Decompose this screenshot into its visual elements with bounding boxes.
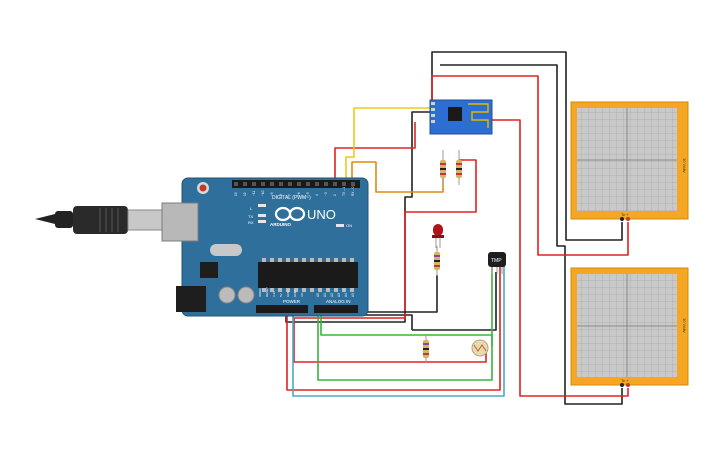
red-led[interactable] — [432, 224, 444, 248]
esp8266-module[interactable] — [429, 99, 493, 135]
led-label-rx: RX — [248, 220, 254, 225]
digital-pin-label: TX→1 — [342, 187, 346, 196]
digital-pin-label: ~10 — [261, 190, 265, 196]
atmega-chip — [258, 262, 358, 288]
photoresistor[interactable] — [471, 339, 489, 357]
analog-pin-label: A0 — [316, 293, 320, 297]
wire-red-res — [334, 122, 416, 192]
led-label-l: L — [250, 206, 253, 211]
scope-bottom-bottom-label: Tc + — [621, 378, 629, 383]
scope-bottom-side-label: 10 V/div — [682, 318, 687, 332]
oscilloscope-bottom[interactable] — [570, 267, 689, 387]
digital-pin-label: ~3 — [324, 192, 328, 196]
analog-pin-label: A5 — [351, 293, 355, 297]
digital-pin-label: 2 — [333, 194, 337, 196]
digital-pin-label: 8 — [279, 194, 283, 196]
power-pin-label: GND — [293, 290, 297, 298]
wire-red-mid — [293, 318, 487, 363]
wire-teal — [292, 264, 505, 397]
wire-yellow — [345, 107, 432, 192]
wire-black-tmp — [412, 272, 497, 331]
resistor-esp-2[interactable] — [456, 150, 462, 185]
power-jack — [176, 286, 206, 312]
digital-pin-label: ~11 — [252, 191, 256, 196]
analog-header — [314, 305, 358, 313]
power-pin-label: IOREF — [258, 288, 262, 297]
usb-cable — [35, 206, 163, 234]
tmp-sensor[interactable] — [488, 252, 506, 274]
oscilloscope-top[interactable] — [570, 101, 689, 221]
analog-pin-label: A1 — [323, 293, 327, 297]
wire-red-esp-top — [431, 75, 629, 256]
tmp-label: TMP — [491, 258, 502, 264]
board-model: UNO — [307, 207, 336, 222]
power-header — [256, 305, 308, 313]
scope-top-side-label: 10 V/div — [682, 158, 687, 172]
resistor-esp-1[interactable] — [440, 150, 446, 185]
digital-pin-label: 4 — [315, 194, 319, 196]
analog-header-label: ANALOG IN — [326, 299, 351, 304]
led-label-on: ON — [346, 223, 352, 228]
scope-top-bottom-label: Tc + — [621, 212, 629, 217]
arduino-logo-icon — [274, 206, 306, 222]
resistor-ldr[interactable] — [423, 335, 429, 362]
power-header-label: POWER — [283, 299, 301, 304]
power-pin-label: GND — [286, 290, 290, 298]
power-pin-label: 5V — [279, 293, 283, 297]
wire-black-scope2 — [440, 64, 623, 405]
analog-pin-label: A3 — [337, 293, 341, 297]
arduino-board[interactable] — [161, 177, 369, 317]
digital-header-label: DIGITAL (PWM~) — [272, 195, 311, 201]
digital-pin-label: 13 — [234, 192, 238, 196]
digital-pin-label: RX←0 — [351, 186, 355, 196]
led-label-tx: TX — [248, 214, 253, 219]
digital-pin-label: 12 — [243, 192, 247, 196]
resistor-led[interactable] — [434, 246, 440, 276]
analog-pin-label: A2 — [330, 293, 334, 297]
digital-pin-label: ~6 — [297, 192, 301, 196]
wire-black-esp-left — [285, 111, 432, 323]
power-pin-label: 3.3V — [272, 291, 276, 297]
board-brand: ARDUINO — [270, 222, 291, 227]
wire-green-2 — [317, 264, 493, 381]
wire-orange — [351, 160, 444, 193]
power-pin-label: RESET — [265, 287, 269, 297]
usb-port — [161, 202, 199, 242]
wire-red-bottom — [286, 260, 501, 391]
digital-pin-label: ~9 — [270, 192, 274, 196]
digital-header — [232, 180, 360, 188]
digital-pin-label: ~5 — [306, 192, 310, 196]
analog-pin-label: A4 — [344, 293, 348, 297]
digital-pin-label: 7 — [288, 194, 292, 196]
wire-black-esp-top — [431, 51, 623, 241]
power-pin-label: Vin — [300, 292, 304, 297]
